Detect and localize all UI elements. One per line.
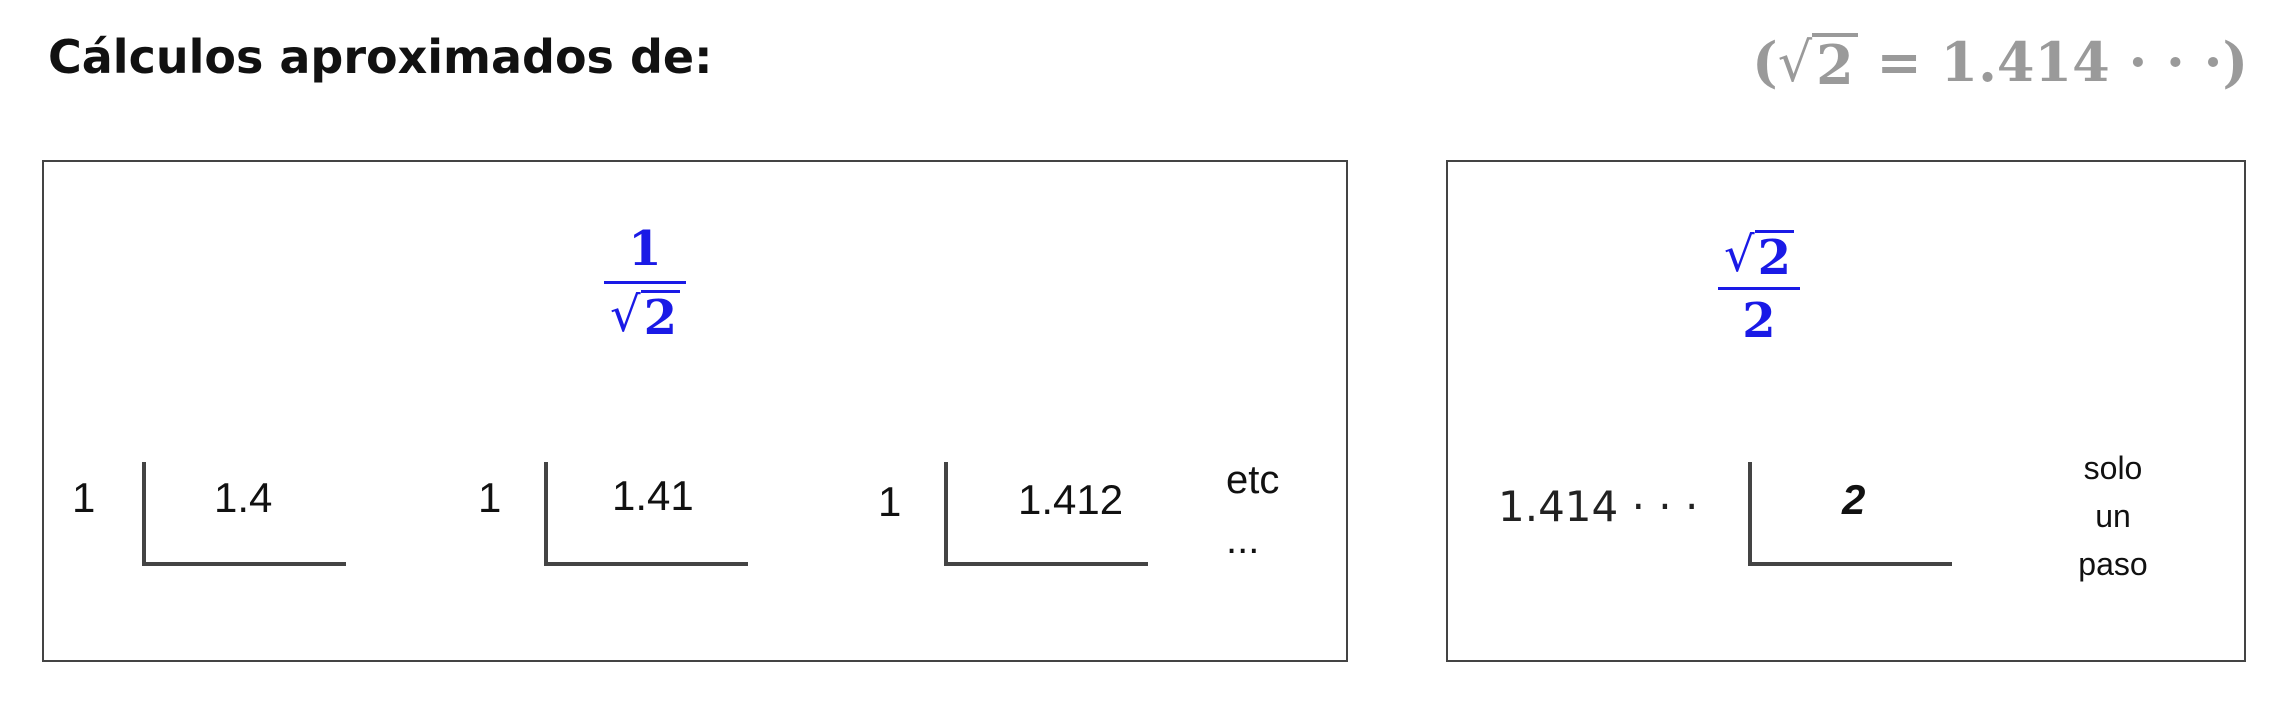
division-dividend: 1 [478, 474, 502, 521]
division-dividend: 1 [72, 474, 96, 521]
fraction-denominator: 2 [1742, 293, 1776, 350]
numerator-radicand: 2 [1754, 229, 1794, 283]
fraction-denominator: √2 [604, 287, 686, 344]
division-dividend: 1.414 · · · [1498, 482, 1699, 531]
sqrt-icon: √ [1724, 227, 1755, 283]
formula-sqrt: √2 [1778, 31, 1858, 94]
fraction-sqrt2-over-two: √2 2 [1718, 227, 1800, 350]
denominator-radicand: 2 [640, 289, 680, 343]
formula-rest: = 1.414 · · ·) [1857, 30, 2249, 94]
division-dividend: 1 [878, 478, 902, 525]
division-divisor: 2 [1842, 476, 1866, 523]
division-one-step: 1.414 · · · 2 [1498, 462, 1978, 592]
denominator-sqrt: √2 [610, 287, 680, 344]
division-bracket-vertical [1748, 462, 1752, 564]
division-divisor: 1.41 [612, 472, 694, 519]
division-bracket-vertical [944, 462, 948, 564]
formula-open-paren: ( [1752, 30, 1778, 94]
division-bracket-horizontal [142, 562, 346, 566]
etc-label: etc [1226, 458, 1280, 502]
division-divisor: 1.412 [1018, 476, 1124, 523]
division-bracket-horizontal [944, 562, 1148, 566]
sqrt2-value-formula: (√2 = 1.414 · · ·) [1752, 30, 2248, 94]
note-line-1: solo [2083, 450, 2143, 486]
left-panel: 1 √2 1 1.4 1 1.41 1 1.412 etc ... [42, 160, 1348, 662]
fraction-bar [1718, 287, 1800, 291]
right-panel: √2 2 1.414 · · · 2 solo un paso [1446, 160, 2246, 662]
division-bracket-horizontal [544, 562, 748, 566]
division-step-3: 1 1.412 [878, 462, 1178, 592]
fraction-one-over-sqrt2: 1 √2 [604, 221, 686, 344]
solo-un-paso-note: solo un paso [2048, 444, 2178, 588]
sqrt-icon: √ [1777, 31, 1813, 94]
division-bracket-vertical [544, 462, 548, 564]
note-line-3: paso [2078, 546, 2148, 582]
formula-radicand: 2 [1812, 33, 1858, 94]
sqrt-icon: √ [610, 287, 641, 344]
numerator-sqrt: √2 [1724, 227, 1794, 283]
division-step-2: 1 1.41 [478, 462, 778, 592]
note-line-2: un [2095, 498, 2131, 534]
fraction-bar [604, 281, 686, 285]
fraction-numerator: 1 [628, 221, 662, 277]
division-bracket-horizontal [1748, 562, 1952, 566]
etc-note: etc ... [1226, 450, 1279, 570]
division-divisor: 1.4 [214, 474, 273, 521]
fraction-numerator: √2 [1718, 227, 1800, 283]
page-title: Cálculos aproximados de: [48, 30, 713, 84]
division-step-1: 1 1.4 [72, 462, 372, 592]
division-bracket-vertical [142, 462, 146, 564]
ellipsis-label: ... [1226, 518, 1260, 562]
